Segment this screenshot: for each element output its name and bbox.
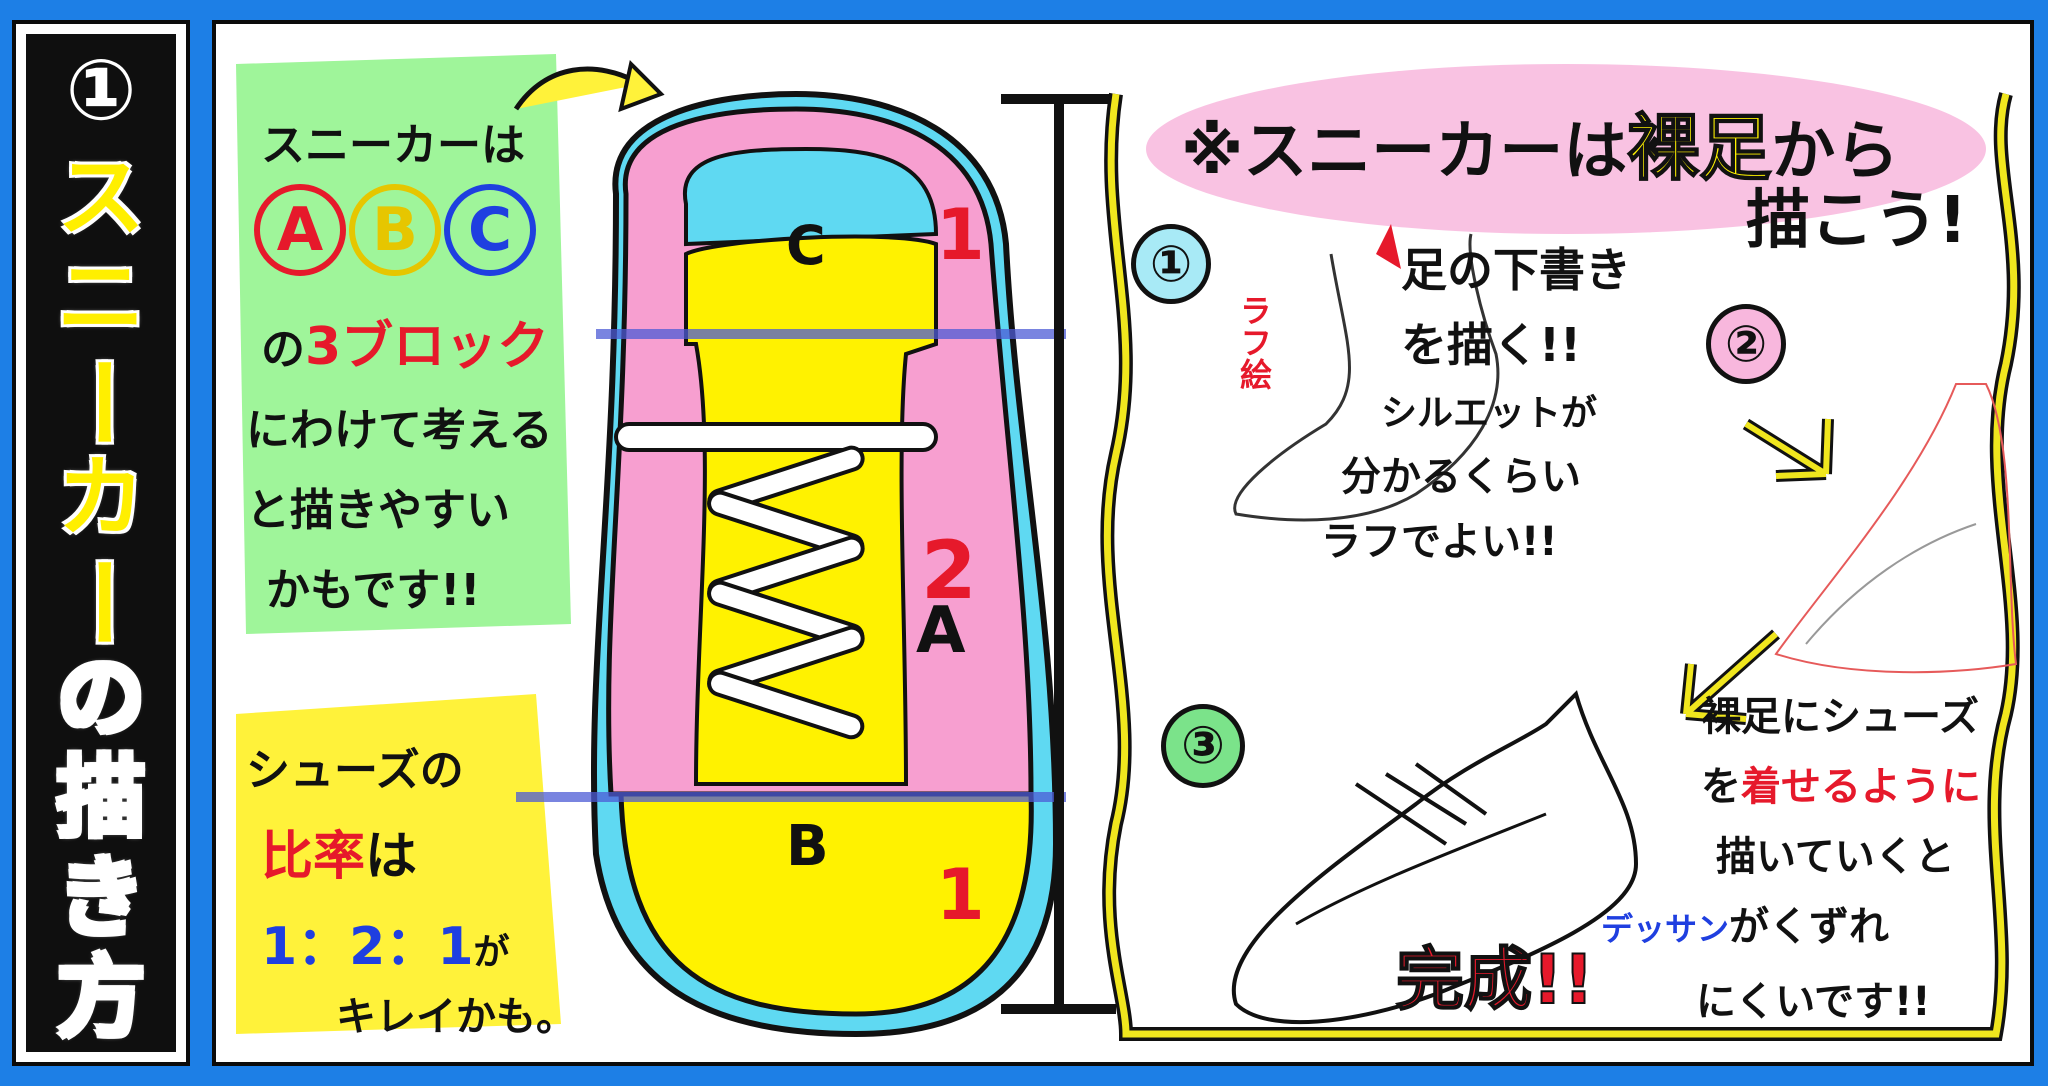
circle-c-badge: C — [444, 184, 536, 276]
abc-circles: A B C — [254, 184, 554, 276]
step1-note-line3: ラフでよい!! — [1321, 519, 1558, 565]
ratio-line-values: 1：2：1が — [261, 904, 510, 979]
curved-arrow-icon — [513, 66, 643, 111]
title-char: き — [56, 846, 145, 949]
tip-line3: 描いていくと — [1716, 834, 1955, 880]
title-suffix: から — [1771, 115, 1900, 189]
title-prefix: ※スニーカーは — [1181, 115, 1628, 189]
step-number-badge: ① — [65, 41, 137, 139]
note-line-sneaker: スニーカーは — [261, 120, 525, 171]
title-highlight — [1146, 64, 1986, 234]
three-blocks-highlight: 3ブロック — [305, 317, 550, 377]
step1-text-line2: を描く!! — [1401, 318, 1581, 372]
title-char: の — [56, 646, 145, 749]
ratio-line-shoes: シューズの — [246, 745, 464, 796]
ratio-values: 1：2：1 — [261, 917, 474, 977]
right-panel-title-line2: 描こう! — [1746, 184, 1968, 258]
block-a-label: A — [916, 594, 966, 668]
tip-line2-prefix: を — [1701, 764, 1741, 810]
title-char: 方 — [56, 946, 145, 1049]
note-line-easy: と描きやすい — [246, 485, 510, 536]
note-line-divide: にわけて考える — [246, 405, 553, 456]
title-char: ニ — [56, 246, 145, 349]
step1-note-line1: シルエットが — [1381, 393, 1598, 434]
ratio-line-pretty: キレイかも。 — [336, 994, 576, 1040]
note-line-three-blocks: の3ブロック — [261, 304, 549, 379]
shoe-tongue — [684, 234, 938, 786]
title-char: カ — [56, 446, 145, 549]
ratio-values-suffix: が — [473, 932, 510, 973]
circle-a-badge: A — [254, 184, 346, 276]
tip-line1: 裸足にシューズ — [1701, 694, 1979, 740]
step3-badge: ③ — [1161, 704, 1245, 788]
sidebar-title-panel: ① スニーカーの描き方 — [12, 20, 190, 1066]
red-arrow-icon — [1376, 224, 1401, 269]
rough-shoe-sketch — [1774, 383, 2018, 674]
ratio-middle-number: 2 — [921, 524, 977, 617]
shoe-laces — [614, 422, 938, 740]
step1-badge: ① — [1131, 224, 1211, 304]
tip-line4: デッサンがくずれ — [1601, 894, 1889, 952]
title-char: 描 — [56, 746, 145, 849]
bare-foot-sketch — [1233, 233, 1500, 522]
title-char: ス — [56, 146, 145, 249]
ratio-suffix: は — [365, 827, 418, 887]
tip-line5: にくいです!! — [1696, 979, 1931, 1025]
note-line-maybe: かもです!! — [266, 565, 481, 616]
ratio-bottom-number: 1 — [936, 854, 985, 936]
heel-block-c — [682, 146, 939, 247]
tip-line2: を着せるように — [1701, 754, 1981, 812]
main-illustration-panel: スニーカーは A B C の3ブロック にわけて考える と描きやすい かもです!… — [212, 20, 2034, 1066]
tip-line4-suffix: がくずれ — [1729, 904, 1890, 950]
circle-b-badge: B — [349, 184, 441, 276]
ratio-line-ratio: 比率は — [261, 814, 417, 889]
tip-line4-highlight: デッサン — [1601, 910, 1730, 948]
step2-badge: ② — [1706, 304, 1786, 384]
title-highlight-word: 裸足 — [1626, 105, 1772, 191]
ratio-measure-bar — [1001, 94, 1116, 1014]
tip-line2-highlight: 着せるように — [1741, 764, 1981, 810]
ratio-top-number: 1 — [936, 194, 985, 276]
rough-sketch-label: ラフ絵 — [1235, 294, 1273, 390]
note-prefix: の — [261, 324, 305, 375]
block-b-label: B — [786, 814, 829, 879]
completed-label: 完成!! — [1395, 940, 1595, 1021]
right-panel-title: ※スニーカーは裸足から — [1181, 89, 1899, 194]
step1-note-line2: 分かるくらい — [1341, 454, 1581, 500]
toe-block-b — [618, 791, 1034, 1017]
block-c-label: C — [786, 214, 826, 277]
ratio-highlight: 比率 — [261, 827, 366, 887]
sidebar-title-background: ① スニーカーの描き方 — [26, 34, 176, 1052]
step1-text-line1: 足の下書き — [1401, 243, 1631, 297]
yellow-note-background — [236, 694, 561, 1034]
